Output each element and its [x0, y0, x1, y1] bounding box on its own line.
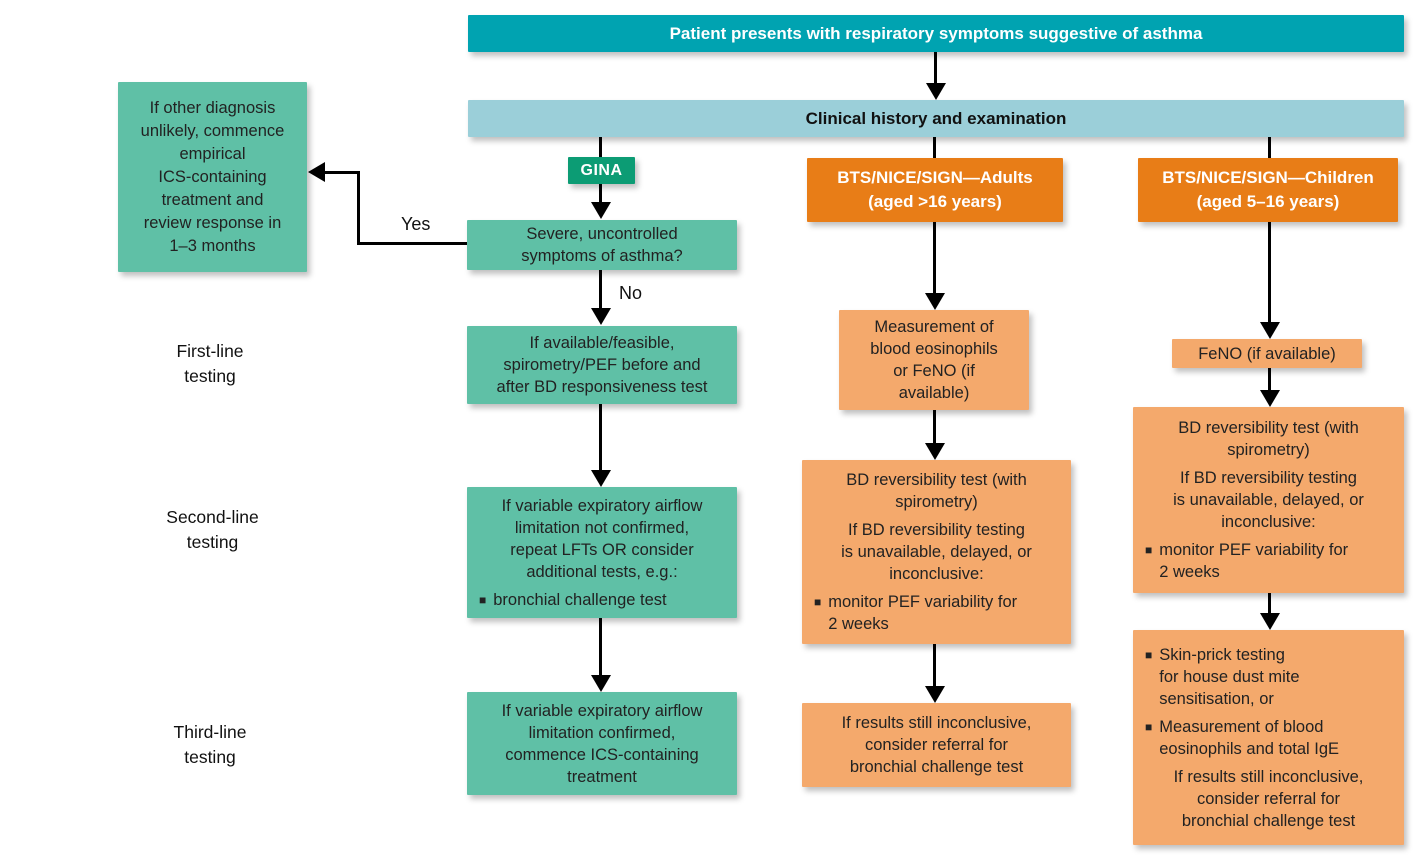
arrow-down-icon	[1260, 322, 1280, 339]
gina-first-line-text: If available/feasible, spirometry/PEF be…	[496, 334, 708, 396]
adults-column-header: BTS/NICE/SIGN—Adults (aged >16 years)	[807, 158, 1063, 222]
connector-line	[1268, 368, 1271, 390]
adults-second-line-bullet: ■ monitor PEF variability for 2 weeks	[808, 591, 1065, 635]
adults-third-line-text: If results still inconclusive, consider …	[841, 714, 1032, 776]
adults-header-label: BTS/NICE/SIGN—Adults (aged >16 years)	[837, 168, 1033, 211]
arrow-down-icon	[925, 293, 945, 310]
adults-third-line-box: If results still inconclusive, consider …	[802, 703, 1071, 787]
children-third-line-bullet2-text: Measurement of blood eosinophils and tot…	[1159, 717, 1340, 758]
arrow-left-icon	[308, 162, 325, 182]
yes-label: Yes	[398, 214, 434, 235]
gina-second-line-text: If variable expiratory airflow limitatio…	[501, 496, 703, 581]
top-banner: Patient presents with respiratory sympto…	[468, 15, 1404, 52]
children-second-line-box: BD reversibility test (with spirometry) …	[1133, 407, 1404, 593]
connector-line	[934, 52, 937, 85]
connector-line	[357, 171, 360, 245]
connector-line	[325, 171, 357, 174]
children-column-header: BTS/NICE/SIGN—Children (aged 5–16 years)	[1138, 158, 1398, 222]
arrow-down-icon	[926, 83, 946, 100]
bullet-square-icon: ■	[479, 592, 487, 607]
gina-second-line-bullet: ■ bronchial challenge test	[473, 589, 731, 611]
adults-second-line-text2: If BD reversibility testing is unavailab…	[841, 521, 1032, 583]
arrow-down-icon	[925, 686, 945, 703]
connector-line	[599, 184, 602, 203]
connector-line	[1268, 593, 1271, 613]
children-third-line-bullet1-text: Skin-prick testing for house dust mite s…	[1159, 645, 1300, 708]
gina-third-line-text: If variable expiratory airflow limitatio…	[501, 701, 703, 786]
arrow-down-icon	[591, 675, 611, 692]
arrow-down-icon	[1260, 613, 1280, 630]
top-banner-label: Patient presents with respiratory sympto…	[669, 23, 1203, 43]
adults-second-line-bullet-text: monitor PEF variability for 2 weeks	[828, 593, 1018, 633]
connector-line	[599, 618, 602, 675]
bullet-square-icon: ■	[814, 595, 822, 609]
connector-line	[933, 222, 936, 293]
gina-third-line-box: If variable expiratory airflow limitatio…	[467, 692, 737, 795]
adults-second-line-box: BD reversibility test (with spirometry) …	[802, 460, 1071, 644]
gina-second-line-box: If variable expiratory airflow limitatio…	[467, 487, 737, 618]
bullet-square-icon: ■	[1145, 719, 1153, 734]
children-header-label: BTS/NICE/SIGN—Children (aged 5–16 years)	[1162, 168, 1374, 211]
children-third-line-bullet1: ■ Skin-prick testing for house dust mite…	[1139, 644, 1398, 710]
children-first-line-box: FeNO (if available)	[1172, 339, 1362, 368]
adults-first-line-box: Measurement of blood eosinophils or FeNO…	[839, 310, 1029, 410]
children-third-line-text: If results still inconclusive, consider …	[1173, 767, 1364, 830]
outcome-box-text: If other diagnosis unlikely, commence em…	[140, 98, 285, 255]
clinical-history-label: Clinical history and examination	[805, 108, 1067, 128]
connector-line	[357, 242, 467, 245]
arrow-down-icon	[925, 443, 945, 460]
children-first-line-text: FeNO (if available)	[1198, 344, 1336, 363]
children-third-line-bullet2: ■ Measurement of blood eosinophils and t…	[1139, 716, 1398, 760]
adults-first-line-text: Measurement of blood eosinophils or FeNO…	[870, 318, 998, 402]
no-label: No	[616, 283, 646, 304]
bullet-square-icon: ■	[1145, 647, 1153, 662]
row-label-first-line: First-line testing	[176, 341, 244, 386]
children-second-line-text1: BD reversibility test (with spirometry)	[1178, 419, 1359, 459]
children-second-line-bullet: ■ monitor PEF variability for 2 weeks	[1139, 539, 1398, 583]
connector-line	[599, 404, 602, 470]
clinical-history-banner: Clinical history and examination	[468, 100, 1404, 137]
children-second-line-text2: If BD reversibility testing is unavailab…	[1173, 469, 1364, 531]
gina-column-header: GINA	[568, 157, 635, 184]
bullet-square-icon: ■	[1145, 543, 1153, 557]
connector-line	[1268, 222, 1271, 322]
arrow-down-icon	[591, 308, 611, 325]
connector-line	[933, 137, 936, 159]
children-second-line-bullet-text: monitor PEF variability for 2 weeks	[1159, 541, 1349, 581]
gina-header-label: GINA	[580, 161, 623, 179]
gina-question-box: Severe, uncontrolled symptoms of asthma?	[467, 220, 737, 270]
row-label-third-line: Third-line testing	[173, 722, 247, 767]
gina-question-text: Severe, uncontrolled symptoms of asthma?	[521, 225, 683, 265]
connector-line	[1268, 137, 1271, 159]
outcome-box: If other diagnosis unlikely, commence em…	[118, 82, 307, 272]
adults-second-line-text1: BD reversibility test (with spirometry)	[846, 471, 1027, 511]
children-third-line-box: ■ Skin-prick testing for house dust mite…	[1133, 630, 1404, 845]
arrow-down-icon	[1260, 390, 1280, 407]
connector-line	[933, 644, 936, 686]
connector-line	[933, 410, 936, 443]
gina-second-line-bullet-text: bronchial challenge test	[493, 590, 667, 609]
connector-line	[599, 270, 602, 308]
row-label-second-line: Second-line testing	[166, 507, 259, 552]
gina-first-line-box: If available/feasible, spirometry/PEF be…	[467, 326, 737, 404]
connector-line	[599, 137, 602, 159]
arrow-down-icon	[591, 470, 611, 487]
arrow-down-icon	[591, 202, 611, 219]
